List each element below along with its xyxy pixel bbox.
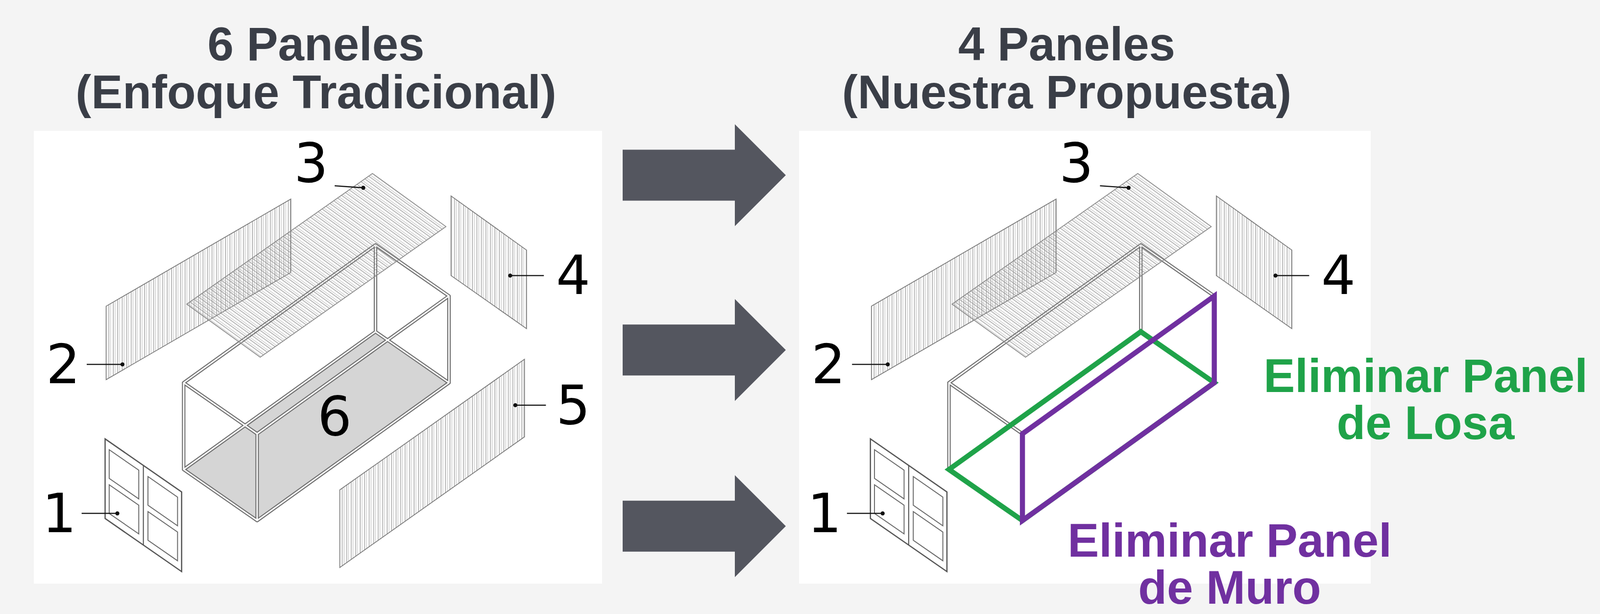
heading-text: 6 Paneles (0, 20, 748, 69)
removal-note: Eliminar Panel de Muro (1058, 516, 1402, 611)
callout-number: 4 (1321, 248, 1356, 303)
panel-box: 6 Paneles(Enfoque Tradicional) (33, 130, 603, 584)
block-arrow (622, 298, 786, 401)
callout-number: 3 (293, 136, 329, 191)
callout-number: 5 (556, 378, 591, 433)
panel-heading: 4 Paneles(Nuestra Propuesta) (633, 20, 1500, 117)
heading-text: (Enfoque Tradicional) (0, 68, 748, 117)
callout-number: 1 (807, 486, 842, 541)
callout-number: 3 (1059, 136, 1094, 191)
callout-number: 1 (42, 486, 77, 541)
block-arrow (622, 475, 786, 578)
block-arrow (622, 124, 786, 227)
container-exploded (847, 173, 1310, 572)
removed-wall-outline (1022, 295, 1215, 521)
callout-number: 2 (811, 337, 846, 392)
panel-ground (33, 130, 603, 584)
removed-floor-outline (948, 331, 1215, 521)
side-wall-panel (339, 359, 525, 568)
heading-text: (Nuestra Propuesta) (633, 68, 1500, 117)
callout-number: 4 (556, 248, 591, 303)
removal-note: Eliminar Panel de Losa (1254, 352, 1598, 447)
callout-number: 2 (46, 337, 81, 392)
panel-heading: 6 Paneles(Enfoque Tradicional) (0, 20, 748, 117)
leader-line (515, 404, 546, 406)
leader-dot (513, 403, 518, 408)
callout-number: 6 (317, 389, 352, 444)
heading-text: 4 Paneles (633, 20, 1500, 69)
container-exploded (81, 173, 545, 572)
